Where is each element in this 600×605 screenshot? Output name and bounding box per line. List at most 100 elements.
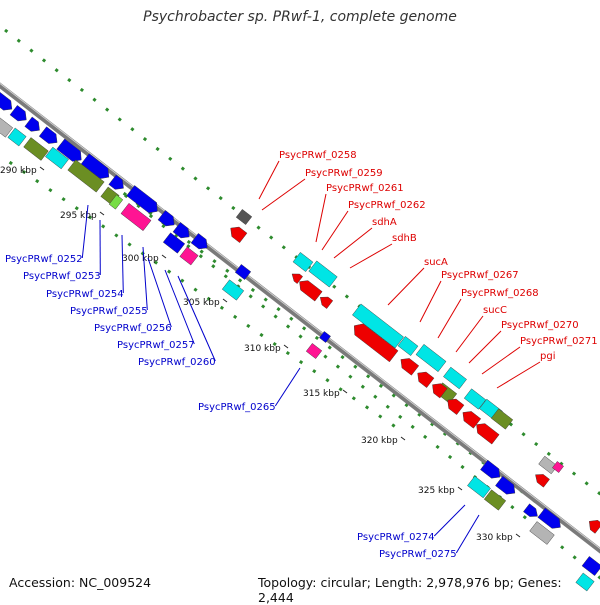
- scale-tick-mark-7: [401, 437, 405, 440]
- scale-tick-label-7: 320 kbp: [361, 436, 398, 446]
- scale-tick-mark-9: [516, 534, 520, 537]
- gene-feature-14: [24, 138, 49, 161]
- forward-gene-label-2: PsycPRwf_0253: [23, 271, 101, 282]
- reverse-gene-label-3: PsycPRwf_0261: [326, 183, 404, 194]
- gene-feature-35: [416, 344, 446, 371]
- reverse-leader-12: [482, 347, 520, 374]
- gene-feature-32: [317, 293, 333, 308]
- reverse-gene-label-4: PsycPRwf_0262: [348, 200, 426, 211]
- accession-text: Accession: NC_009524: [9, 575, 151, 590]
- gene-feature-58-shape: [586, 517, 600, 534]
- gene-feature-39-shape: [414, 368, 434, 387]
- gene-features: [0, 92, 600, 591]
- gene-feature-21-shape: [180, 247, 198, 265]
- forward-gene-label-6: PsycPRwf_0257: [117, 340, 195, 351]
- gene-feature-22: [236, 209, 252, 224]
- gene-feature-38: [397, 355, 419, 376]
- gene-feature-27-shape: [306, 343, 322, 358]
- forward-gene-label-4: PsycPRwf_0255: [70, 306, 148, 317]
- gene-feature-21: [180, 247, 198, 265]
- reverse-leader-10: [456, 316, 483, 352]
- forward-gene-label-7: PsycPRwf_0260: [138, 357, 216, 368]
- reverse-gene-label-6: sdhB: [392, 233, 417, 244]
- gene-feature-29: [309, 261, 338, 287]
- scale-tick-label-9: 330 kbp: [476, 533, 513, 543]
- forward-leader-9: [434, 505, 465, 536]
- reverse-leader-5: [334, 228, 372, 258]
- scale-tick-label-8: 325 kbp: [418, 486, 455, 496]
- gene-feature-22-shape: [236, 209, 252, 224]
- forward-gene-label-8: PsycPRwf_0265: [198, 402, 276, 413]
- gene-feature-50: [467, 476, 490, 498]
- gene-feature-51: [484, 490, 506, 511]
- gene-feature-39: [414, 368, 434, 387]
- scale-tick-label-3: 300 kbp: [122, 254, 159, 264]
- forward-gene-labels: PsycPRwf_0252PsycPRwf_0253PsycPRwf_0254P…: [5, 205, 479, 560]
- scale-tick-mark-2: [100, 212, 104, 215]
- reverse-gene-label-1: PsycPRwf_0258: [279, 150, 357, 161]
- scale-tick-mark-4: [223, 299, 227, 302]
- scale-tick-mark-5: [284, 345, 288, 348]
- gene-feature-27: [306, 343, 322, 358]
- reverse-leader-6: [350, 244, 392, 268]
- reverse-leader-4: [322, 211, 348, 250]
- topology-text: Topology: circular; Length: 2,978,976 bp…: [258, 575, 600, 605]
- reverse-leader-3: [316, 194, 326, 242]
- gene-feature-38-shape: [397, 355, 419, 376]
- gene-feature-59-shape: [582, 556, 600, 575]
- gene-feature-23: [227, 223, 247, 242]
- gene-feature-54-shape: [532, 471, 549, 487]
- gene-feature-54: [532, 471, 549, 487]
- reverse-gene-label-5: sdhA: [372, 217, 397, 228]
- gene-feature-25-shape: [222, 280, 244, 301]
- reverse-leader-1: [259, 161, 279, 199]
- gene-feature-28-shape: [293, 252, 313, 271]
- gene-feature-36: [443, 367, 466, 389]
- reverse-leader-11: [469, 331, 501, 363]
- reverse-gene-label-11: PsycPRwf_0270: [501, 320, 579, 331]
- scale-tick-mark-6: [343, 390, 347, 393]
- reverse-gene-label-9: PsycPRwf_0268: [461, 288, 539, 299]
- scale-tick-label-2: 295 kbp: [60, 211, 97, 221]
- reverse-leader-9: [438, 299, 461, 338]
- gene-feature-36-shape: [443, 367, 466, 389]
- forward-gene-label-1: PsycPRwf_0252: [5, 254, 83, 265]
- gene-feature-51-shape: [484, 490, 506, 511]
- forward-gene-label-3: PsycPRwf_0254: [46, 289, 124, 300]
- gene-feature-29-shape: [309, 261, 338, 287]
- reverse-gene-label-8: PsycPRwf_0267: [441, 270, 519, 281]
- forward-gene-label-9: PsycPRwf_0274: [357, 532, 435, 543]
- gene-feature-28: [293, 252, 313, 271]
- scale-tick-mark-3: [162, 255, 166, 258]
- scale-tick-label-1: 290 kbp: [0, 166, 37, 176]
- gene-feature-23-shape: [227, 223, 247, 242]
- reverse-gene-label-10: sucC: [483, 305, 507, 316]
- reverse-gene-label-2: PsycPRwf_0259: [305, 168, 383, 179]
- reverse-gene-label-7: sucA: [424, 257, 448, 268]
- forward-gene-label-5: PsycPRwf_0256: [94, 323, 172, 334]
- gene-feature-32-shape: [317, 293, 333, 308]
- reverse-gene-label-12: PsycPRwf_0271: [520, 336, 598, 347]
- scale-tick-label-5: 310 kbp: [244, 344, 281, 354]
- reverse-leader-7: [388, 268, 424, 305]
- scale-tick-label-6: 315 kbp: [303, 389, 340, 399]
- forward-leader-3: [122, 235, 123, 293]
- forward-gene-label-10: PsycPRwf_0275: [379, 549, 457, 560]
- dotted-ring-3: [0, 135, 400, 430]
- scale-tick-mark-1: [40, 167, 44, 170]
- gene-feature-59: [582, 556, 600, 575]
- reverse-gene-label-13: pgi: [540, 351, 555, 362]
- gene-feature-50-shape: [467, 476, 490, 498]
- gene-feature-58: [586, 517, 600, 534]
- forward-leader-5: [148, 258, 171, 327]
- reverse-leader-13: [497, 362, 540, 388]
- scale-tick-mark-8: [458, 487, 462, 490]
- gene-feature-25: [222, 280, 244, 301]
- reverse-leader-8: [420, 281, 441, 322]
- reverse-leader-2: [262, 179, 305, 210]
- forward-leader-8: [275, 368, 300, 406]
- gene-feature-35-shape: [416, 344, 446, 371]
- gene-feature-14-shape: [24, 138, 49, 161]
